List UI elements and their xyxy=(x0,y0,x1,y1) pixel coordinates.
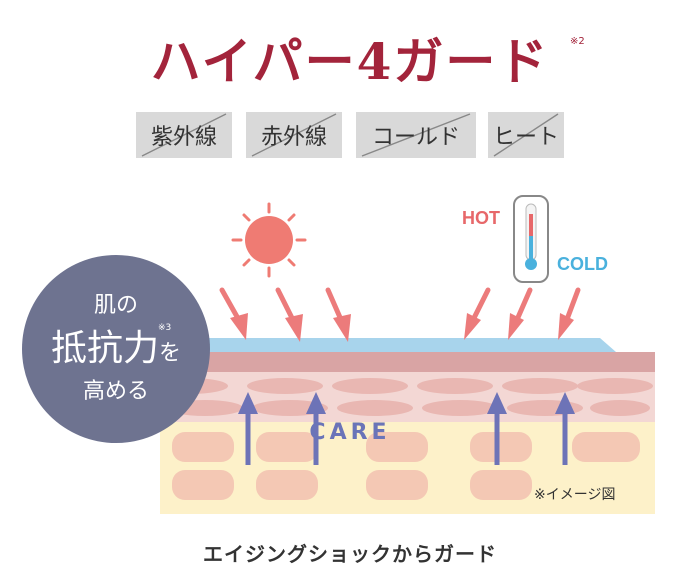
resistance-badge: 肌の 抵抗力を ※3 高める xyxy=(22,255,210,443)
sun-icon xyxy=(231,202,307,278)
skin-layers xyxy=(152,338,655,514)
tag-infrared-label: 赤外線 xyxy=(260,125,327,150)
protective-film xyxy=(196,338,616,352)
care-arrows xyxy=(238,392,575,465)
hot-label: HOT xyxy=(462,208,500,228)
tag-cold: コールド xyxy=(356,112,476,158)
cold-label: COLD xyxy=(557,254,608,274)
stratum-corneum-layer xyxy=(160,352,655,372)
tag-heat: ヒート xyxy=(488,112,564,158)
thermometer-icon xyxy=(513,195,549,283)
title-footnote: ※2 xyxy=(570,36,585,47)
caption: エイジングショックからガード xyxy=(203,542,497,566)
badge-line-1: 肌の xyxy=(93,293,138,318)
tag-cold-label: コールド xyxy=(371,125,460,150)
badge-main-text: 抵抗力 xyxy=(50,328,159,369)
badge-footnote: ※3 xyxy=(158,323,172,333)
dermis-cells xyxy=(172,432,640,500)
badge-line-3: 高める xyxy=(82,379,149,404)
badge-line-2: 抵抗力を xyxy=(22,319,210,371)
tag-uv: 紫外線 xyxy=(136,112,232,158)
image-note: ※イメージ図 xyxy=(534,487,616,503)
tag-uv-label: 紫外線 xyxy=(150,125,217,150)
care-label: CARE xyxy=(309,420,391,445)
aggressor-arrows xyxy=(219,287,581,342)
tag-infrared: 赤外線 xyxy=(246,112,342,158)
protection-tags: 紫外線 赤外線 コールド ヒート xyxy=(0,112,700,160)
badge-particle: を xyxy=(159,341,182,366)
tag-heat-label: ヒート xyxy=(492,125,559,150)
page-title: ハイパー4ガード xyxy=(150,32,550,91)
